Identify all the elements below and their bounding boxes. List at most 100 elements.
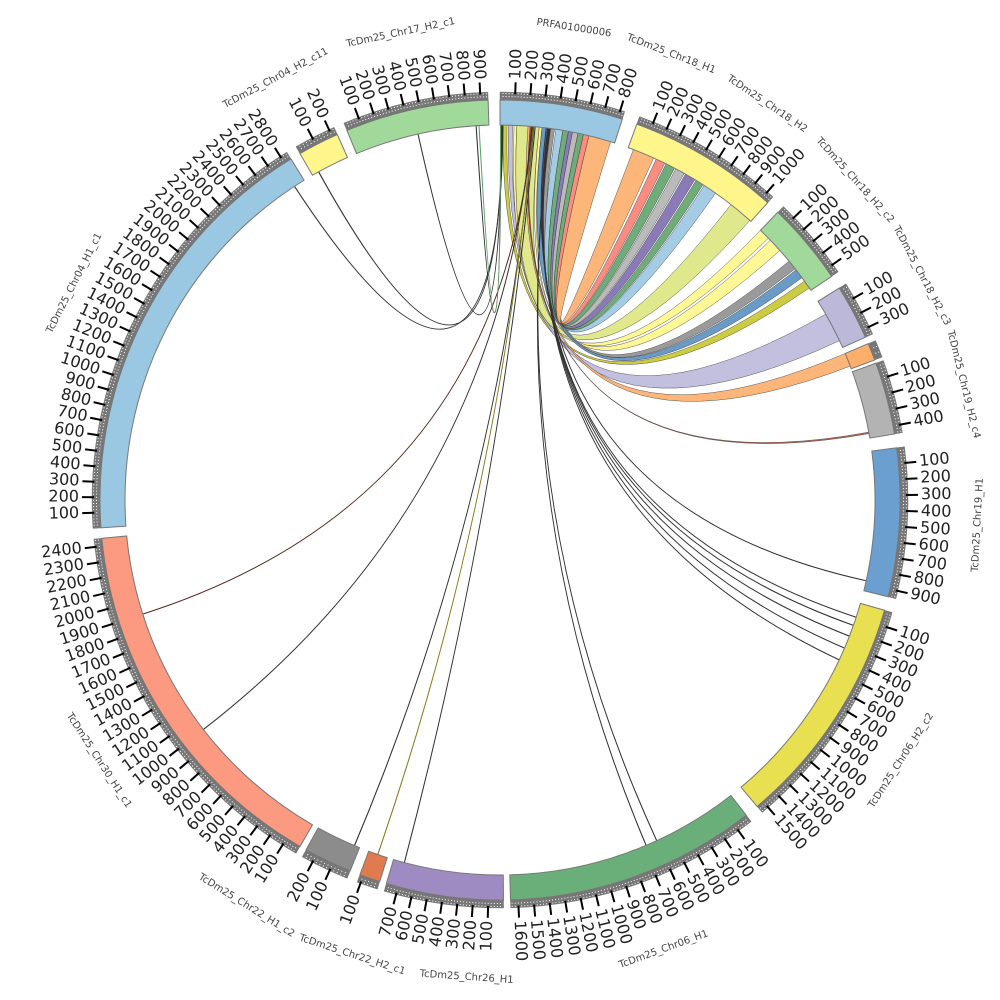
minor-tick (886, 613, 891, 616)
segment-tcdm25-chr04-h1-c1 (82, 147, 305, 529)
minor-tick (110, 380, 115, 383)
minor-tick (851, 300, 856, 304)
minor-tick (154, 284, 159, 288)
minor-tick (603, 889, 606, 894)
major-tick (880, 640, 893, 647)
minor-tick (275, 160, 279, 165)
minor-tick (858, 314, 863, 318)
minor-tick (553, 96, 556, 101)
segment-name-label: TcDm25_Chr19_H1 (970, 478, 986, 574)
minor-tick (717, 838, 721, 843)
major-tick (133, 695, 145, 703)
major-tick (101, 622, 114, 629)
minor-tick (863, 323, 868, 327)
minor-tick (642, 119, 646, 124)
minor-tick (771, 797, 775, 801)
minor-tick (118, 356, 123, 359)
minor-tick (580, 101, 583, 106)
minor-tick (100, 422, 105, 425)
minor-tick (870, 657, 875, 660)
segment-name-label: TcDm25_Chr22_H1_c2 (196, 871, 297, 940)
minor-tick (225, 198, 230, 203)
minor-tick (141, 305, 146, 309)
minor-tick (102, 586, 107, 588)
minor-tick (404, 891, 407, 896)
major-tick (392, 892, 398, 905)
major-tick (353, 107, 361, 120)
minor-tick (805, 761, 810, 766)
minor-tick (445, 96, 448, 101)
minor-tick (895, 420, 900, 423)
minor-tick (799, 768, 804, 773)
major-tick (730, 155, 739, 167)
minor-tick (319, 861, 322, 866)
major-tick (369, 102, 375, 115)
minor-tick (899, 554, 904, 557)
major-tick (710, 846, 719, 858)
major-tick (765, 183, 775, 195)
minor-tick (106, 604, 111, 607)
minor-tick (803, 764, 808, 768)
minor-tick (430, 98, 432, 103)
minor-tick (598, 105, 601, 110)
major-tick (828, 736, 840, 745)
major-tick (470, 905, 474, 918)
minor-tick (108, 610, 113, 613)
major-tick (478, 82, 482, 95)
major-tick (96, 607, 110, 613)
minor-tick (793, 775, 798, 779)
minor-tick (130, 668, 135, 672)
minor-tick (252, 176, 256, 181)
minor-tick (390, 107, 393, 112)
major-tick (544, 84, 548, 97)
minor-tick (378, 111, 382, 116)
minor-tick (96, 443, 101, 446)
minor-tick (259, 170, 263, 175)
minor-tick (765, 194, 770, 198)
minor-tick (893, 414, 899, 417)
major-tick (651, 112, 659, 125)
major-tick (159, 256, 170, 266)
minor-tick (116, 362, 121, 365)
minor-tick (830, 729, 835, 734)
minor-tick (407, 892, 410, 897)
minor-tick (346, 122, 350, 127)
tick-label: 100 (336, 892, 364, 927)
major-tick (150, 269, 162, 279)
segment-tcdm25-chr06-h1 (509, 794, 752, 918)
minor-tick (789, 779, 793, 784)
minor-tick (662, 868, 665, 873)
segment-tcdm25-chr04-h2-c11 (295, 120, 349, 176)
minor-tick (667, 129, 670, 134)
minor-tick (106, 395, 111, 398)
minor-tick (679, 860, 683, 865)
major-tick (101, 370, 115, 376)
minor-tick (867, 332, 872, 336)
minor-tick (856, 687, 861, 691)
segment-tcdm25-chr19-h2-c4 (851, 360, 911, 439)
major-tick (809, 760, 821, 771)
minor-tick (152, 710, 157, 714)
minor-tick (264, 828, 268, 833)
minor-tick (419, 895, 422, 900)
major-tick (639, 880, 646, 893)
minor-tick (880, 631, 885, 634)
major-tick (141, 708, 153, 717)
minor-tick (305, 854, 309, 859)
minor-tick (645, 120, 649, 125)
minor-tick (633, 879, 636, 885)
major-tick (861, 683, 874, 691)
minor-tick (597, 890, 600, 895)
minor-tick (890, 398, 895, 401)
major-tick (93, 401, 106, 406)
minor-tick (398, 890, 401, 895)
minor-tick (719, 837, 723, 842)
minor-tick (843, 286, 848, 290)
minor-tick (222, 794, 227, 799)
minor-tick (164, 728, 169, 732)
minor-tick (370, 882, 373, 887)
minor-tick (234, 805, 238, 809)
minor-tick (762, 805, 766, 810)
minor-tick (113, 625, 118, 628)
segment-tcdm25-chr26-h1 (383, 858, 504, 918)
